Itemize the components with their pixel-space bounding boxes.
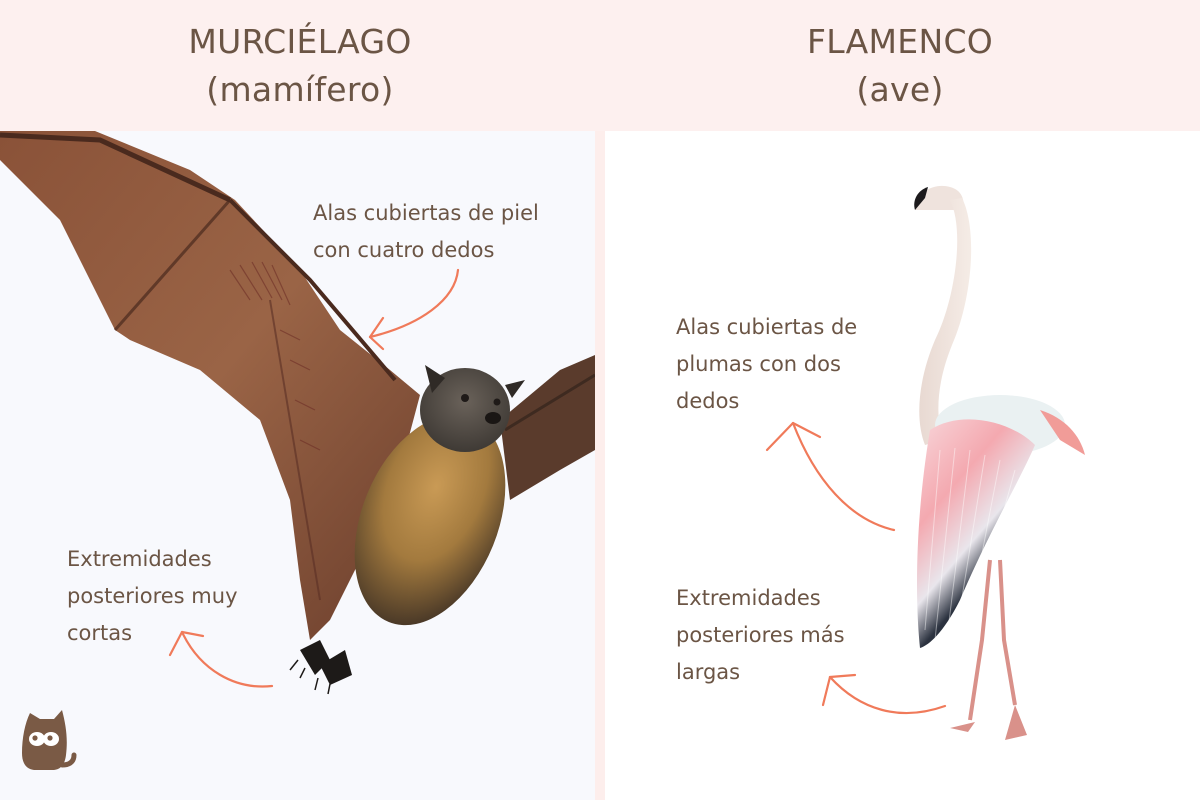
flamingo-title: FLAMENCO (806, 21, 994, 61)
bat-title: MURCIÉLAGO (188, 21, 412, 61)
flamingo-photo (914, 185, 1085, 740)
cat-icon (22, 710, 77, 770)
flamingo-subtitle: (ave) (856, 69, 944, 109)
bat-header: MURCIÉLAGO (mamífero) (0, 0, 600, 131)
arrow-from-wing-icon (791, 421, 896, 532)
bat-wing-annotation: Alas cubiertas de piel con cuatro dedos (313, 201, 539, 262)
flamingo-legs-annotation: Extremidades posteriores más largas (676, 586, 845, 684)
bat-subtitle: (mamífero) (206, 69, 394, 109)
arrow-to-wing-icon (368, 268, 460, 339)
arrow-from-legs-icon (828, 675, 947, 715)
flamingo-header: FLAMENCO (ave) (600, 0, 1200, 131)
flamingo-wing-annotation: Alas cubiertas de plumas con dos dedos (676, 315, 858, 413)
bat-photo (0, 131, 595, 695)
bat-legs-annotation: Extremidades posteriores muy cortas (67, 547, 238, 645)
flamingo-panel: Alas cubiertas de plumas con dos dedos E… (605, 131, 1200, 800)
arrow-from-feet-icon (180, 630, 274, 688)
panel-divider (595, 131, 605, 800)
bat-panel: Alas cubiertas de piel con cuatro dedos … (0, 131, 595, 800)
